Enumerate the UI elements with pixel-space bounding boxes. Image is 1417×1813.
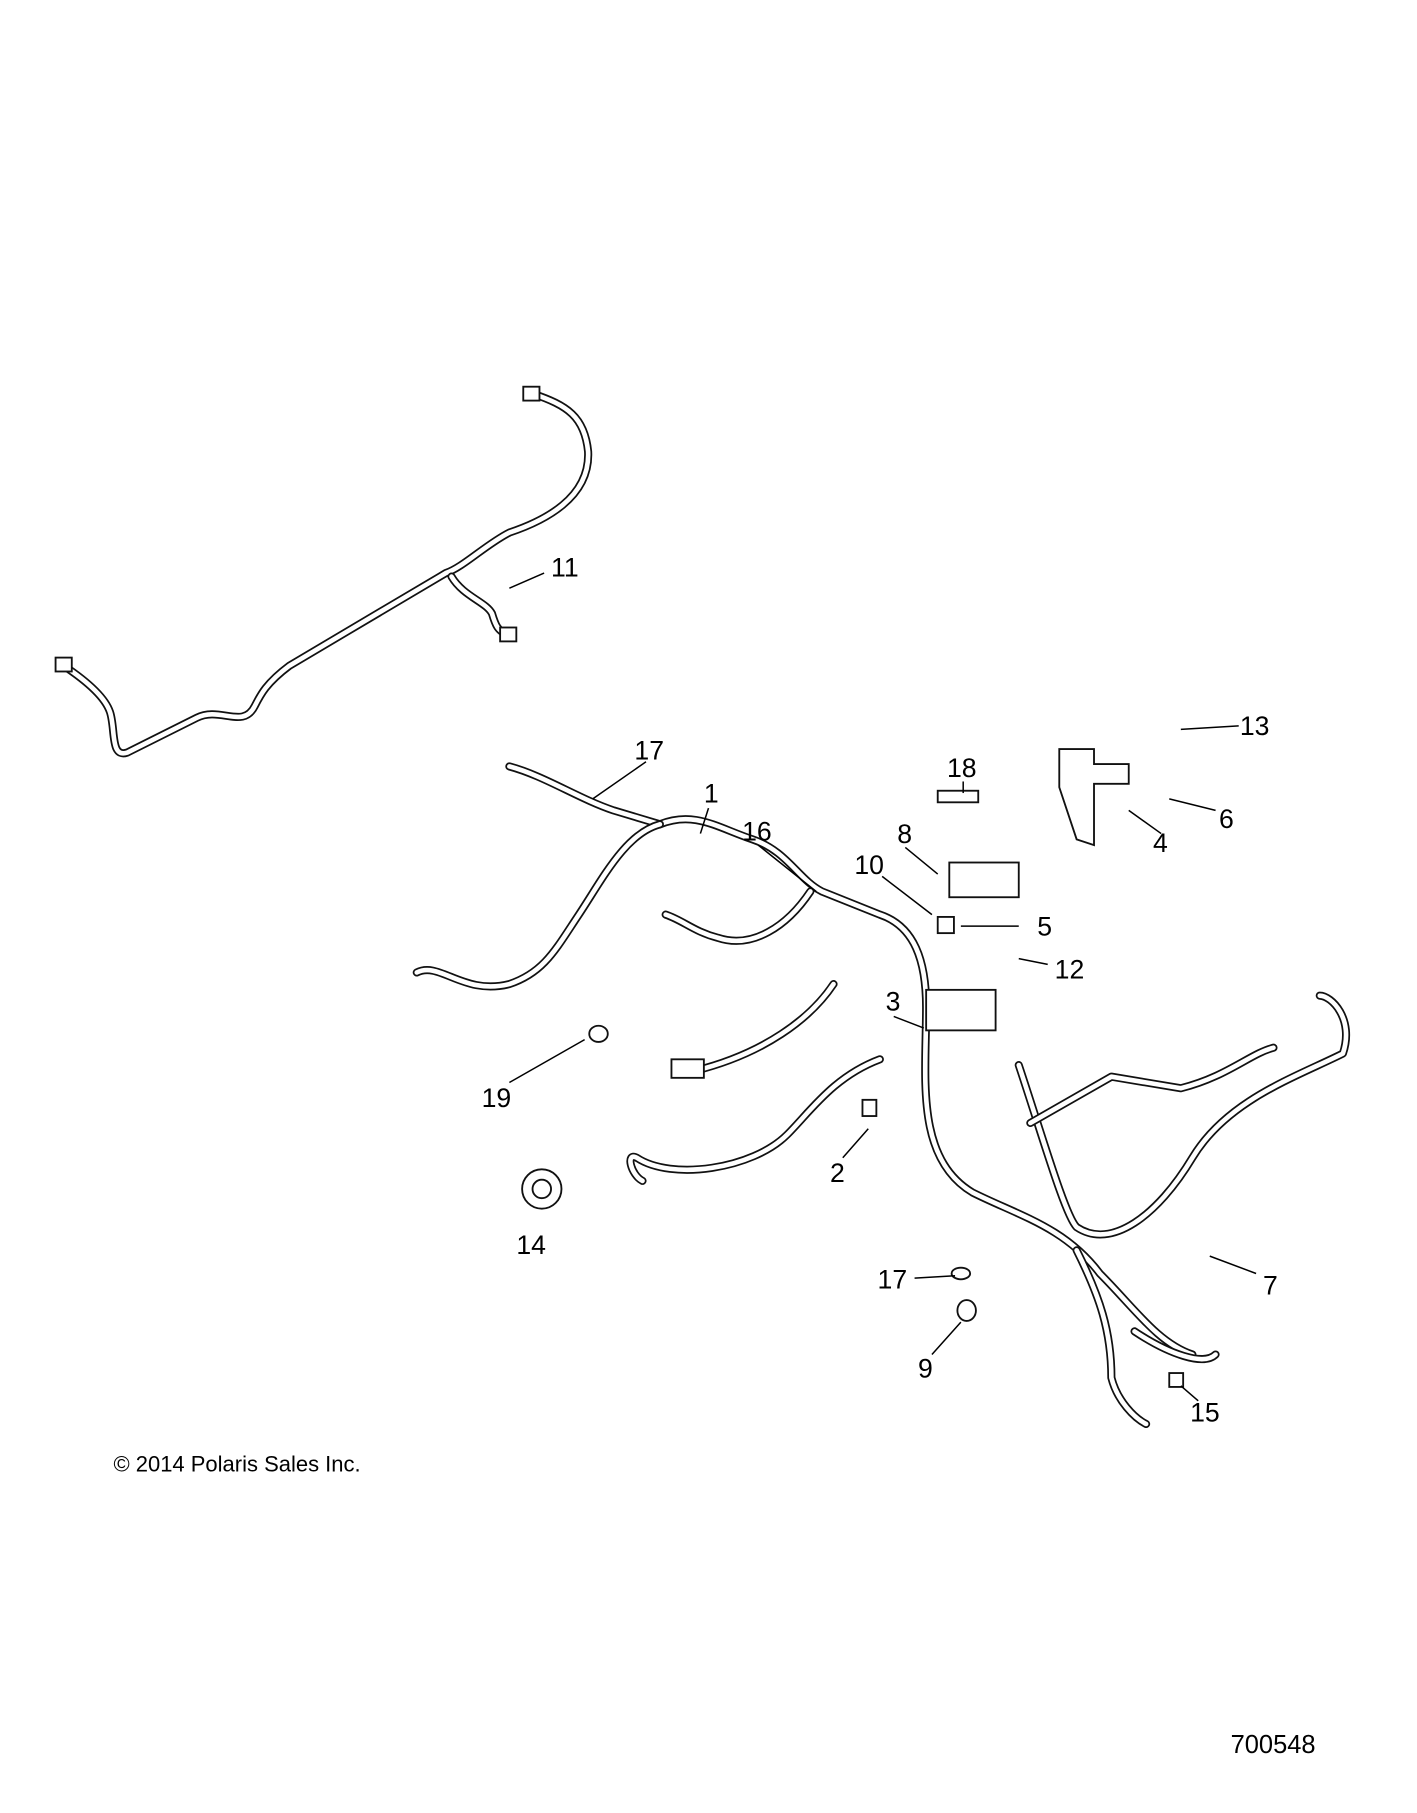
callout-2: 2: [830, 1158, 845, 1188]
callout-8: 8: [897, 819, 912, 849]
main-harness-1: [412, 748, 1351, 1429]
callout-5: 5: [1037, 911, 1052, 941]
callout-14: 14: [516, 1230, 546, 1260]
callout-10: 10: [854, 850, 884, 880]
callout-13: 13: [1240, 711, 1270, 741]
callout-7: 7: [1263, 1270, 1278, 1300]
callout-4: 4: [1153, 828, 1168, 858]
callout-labels: 11 17 1 16 18 8 10 5 12 3 13 6 4 19 2 14…: [482, 553, 1278, 1428]
callout-9: 9: [918, 1354, 933, 1384]
callout-12: 12: [1055, 954, 1085, 984]
callout-17-b: 17: [878, 1265, 908, 1295]
callout-19: 19: [482, 1083, 512, 1113]
callout-11: 11: [551, 553, 579, 583]
bracket-4: [1058, 748, 1130, 847]
leader-lines: [509, 572, 1257, 1402]
callout-1: 1: [704, 778, 719, 808]
figure-number: 700548: [1231, 1731, 1316, 1759]
rear-harness-11: [54, 385, 593, 758]
callout-17: 17: [634, 735, 664, 765]
callout-3: 3: [886, 987, 901, 1017]
callout-16: 16: [742, 817, 772, 847]
callout-15: 15: [1190, 1398, 1220, 1428]
callout-6: 6: [1219, 804, 1234, 834]
copyright-text: © 2014 Polaris Sales Inc.: [113, 1451, 360, 1476]
callout-18: 18: [947, 753, 977, 783]
